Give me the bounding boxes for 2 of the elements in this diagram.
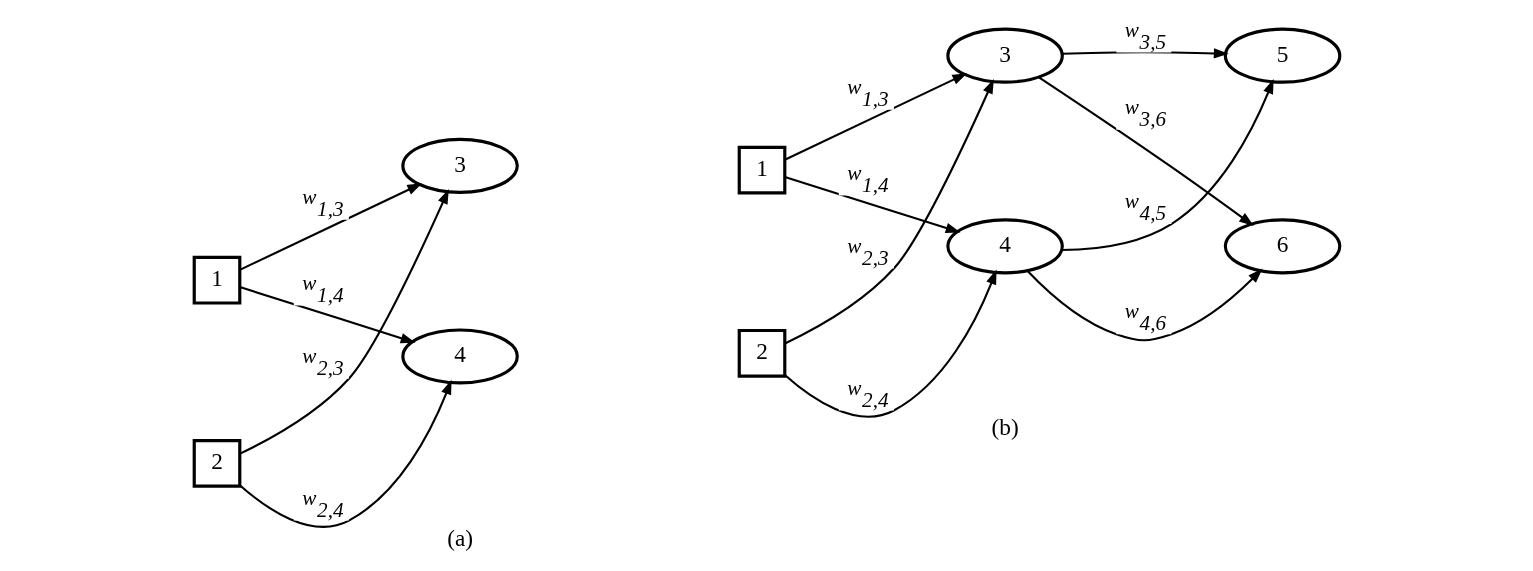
label: (b): [991, 414, 1019, 441]
label: (a): [446, 524, 473, 551]
